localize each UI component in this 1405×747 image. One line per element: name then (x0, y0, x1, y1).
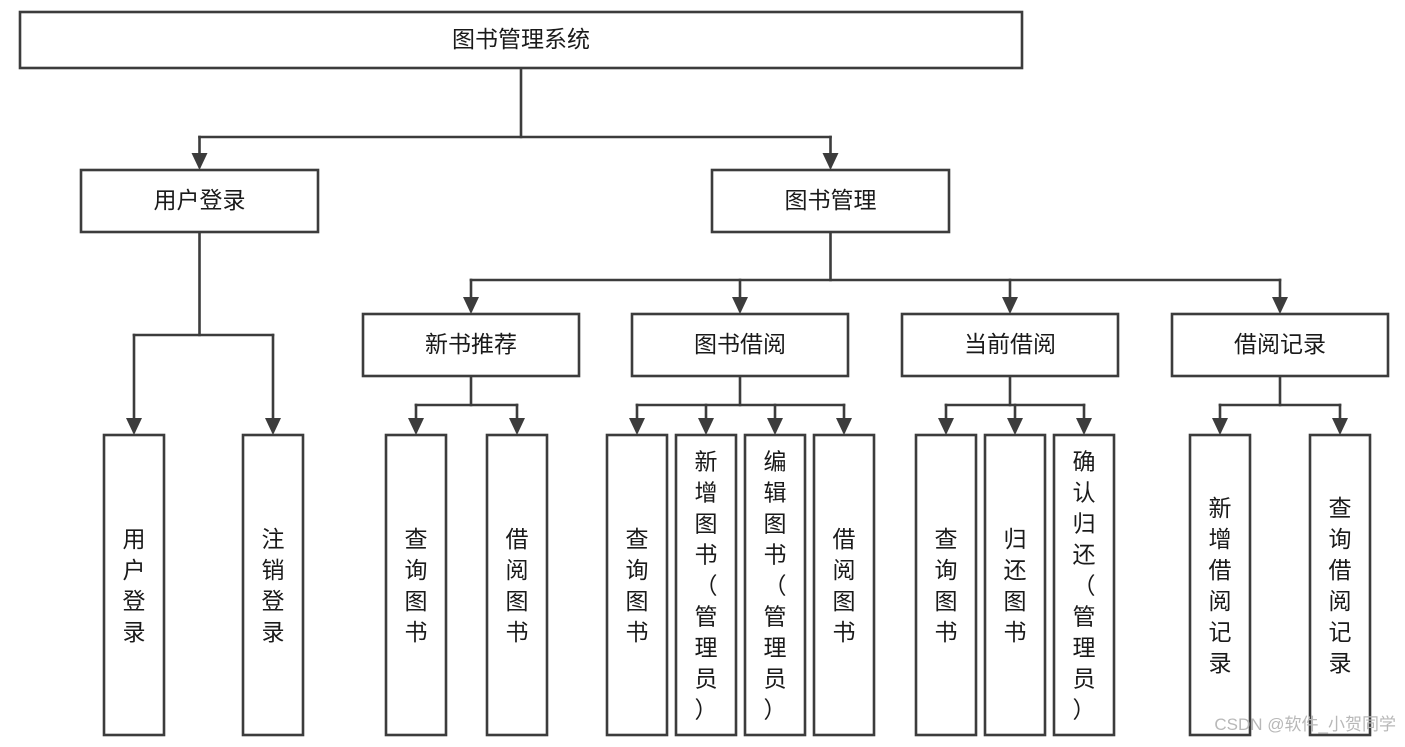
node-leaf-user-login[interactable]: 用户登录 (102, 433, 166, 737)
node-leaf-query-book-1[interactable]: 查询图书 (384, 433, 448, 737)
node-leaf-return-book[interactable]: 归还图书 (983, 433, 1047, 737)
node-label-root: 图书管理系统 (452, 26, 590, 52)
node-label-leaf-borrow-book-2: 借阅图书 (833, 526, 856, 645)
node-leaf-confirm-return[interactable]: 确认归还（管理员） (1052, 433, 1116, 737)
node-box-leaf-query-book-1 (384, 433, 448, 737)
node-label-user-login: 用户登录 (154, 187, 246, 213)
arrow-bookmanage-to-l3-1 (732, 297, 748, 314)
node-label-borrow-record: 借阅记录 (1234, 331, 1326, 357)
arrow-book-borrow-to-leaf-2 (767, 418, 783, 435)
node-label-leaf-confirm-return: 确认归还（管理员） (1073, 449, 1096, 723)
node-borrow-record[interactable]: 借阅记录 (1170, 312, 1390, 378)
node-box-leaf-query-book-2 (605, 433, 669, 737)
node-leaf-query-record[interactable]: 查询借阅记录 (1308, 433, 1372, 737)
node-label-leaf-return-book: 归还图书 (1004, 526, 1027, 645)
node-leaf-query-book-2[interactable]: 查询图书 (605, 433, 669, 737)
node-layer: 图书管理系统用户登录图书管理新书推荐图书借阅当前借阅借阅记录用户登录注销登录查询… (18, 10, 1390, 737)
arrow-current-borrow-to-leaf-2 (1076, 418, 1092, 435)
node-box-current-borrow (900, 312, 1120, 378)
node-box-book-manage (710, 168, 951, 234)
node-box-leaf-query-book-3 (914, 433, 978, 737)
node-leaf-borrow-book-1[interactable]: 借阅图书 (485, 433, 549, 737)
node-box-leaf-user-login (102, 433, 166, 737)
node-leaf-edit-book[interactable]: 编辑图书（管理员） (743, 433, 807, 737)
node-label-leaf-add-record: 新增借阅记录 (1209, 495, 1232, 676)
node-box-new-book-recommend (361, 312, 581, 378)
node-box-leaf-edit-book (743, 433, 807, 737)
node-leaf-query-book-3[interactable]: 查询图书 (914, 433, 978, 737)
arrow-root-to-l2-1 (822, 153, 839, 170)
node-label-book-borrow: 图书借阅 (694, 331, 786, 357)
node-box-leaf-query-record (1308, 433, 1372, 737)
node-label-leaf-edit-book: 编辑图书（管理员） (764, 449, 787, 723)
arrow-borrow-record-to-leaf-1 (1332, 418, 1348, 435)
arrow-bookmanage-to-l3-3 (1272, 297, 1288, 314)
node-box-leaf-borrow-book-1 (485, 433, 549, 737)
node-user-login[interactable]: 用户登录 (79, 168, 320, 234)
node-label-leaf-query-book-2: 查询图书 (626, 526, 649, 645)
node-box-user-login (79, 168, 320, 234)
arrow-book-borrow-to-leaf-3 (836, 418, 852, 435)
arrow-current-borrow-to-leaf-1 (1007, 418, 1023, 435)
arrow-borrow-record-to-leaf-0 (1212, 418, 1228, 435)
node-leaf-add-book[interactable]: 新增图书（管理员） (674, 433, 738, 737)
arrow-book-borrow-to-leaf-0 (629, 418, 645, 435)
arrow-current-borrow-to-leaf-0 (938, 418, 954, 435)
node-new-book-recommend[interactable]: 新书推荐 (361, 312, 581, 378)
node-book-manage[interactable]: 图书管理 (710, 168, 951, 234)
arrow-bookmanage-to-l3-2 (1002, 297, 1018, 314)
node-box-root (18, 10, 1024, 70)
csdn-watermark: CSDN @软件_小贺同学 (1214, 715, 1396, 734)
connector-layer (126, 66, 1348, 435)
node-leaf-logout-login[interactable]: 注销登录 (241, 433, 305, 737)
node-label-leaf-query-record: 查询借阅记录 (1329, 495, 1352, 676)
node-label-new-book-recommend: 新书推荐 (425, 331, 517, 357)
node-book-borrow[interactable]: 图书借阅 (630, 312, 850, 378)
node-label-current-borrow: 当前借阅 (964, 331, 1056, 357)
node-label-book-manage: 图书管理 (785, 187, 877, 213)
node-label-leaf-add-book: 新增图书（管理员） (695, 449, 718, 723)
node-box-borrow-record (1170, 312, 1390, 378)
node-label-leaf-query-book-3: 查询图书 (935, 526, 958, 645)
arrow-user-login-to-leaf-0 (126, 418, 142, 435)
node-label-leaf-logout-login: 注销登录 (262, 526, 285, 645)
arrow-new-book-recommend-to-leaf-0 (408, 418, 424, 435)
node-box-leaf-return-book (983, 433, 1047, 737)
node-box-leaf-confirm-return (1052, 433, 1116, 737)
node-current-borrow[interactable]: 当前借阅 (900, 312, 1120, 378)
arrow-book-borrow-to-leaf-1 (698, 418, 714, 435)
node-leaf-borrow-book-2[interactable]: 借阅图书 (812, 433, 876, 737)
node-root[interactable]: 图书管理系统 (18, 10, 1024, 70)
node-label-leaf-borrow-book-1: 借阅图书 (506, 526, 529, 645)
node-label-leaf-user-login: 用户登录 (123, 526, 146, 645)
arrow-bookmanage-to-l3-0 (463, 297, 479, 314)
arrow-user-login-to-leaf-1 (265, 418, 281, 435)
node-box-leaf-borrow-book-2 (812, 433, 876, 737)
node-label-leaf-query-book-1: 查询图书 (405, 526, 428, 645)
arrow-new-book-recommend-to-leaf-1 (509, 418, 525, 435)
node-box-leaf-logout-login (241, 433, 305, 737)
node-box-leaf-add-record (1188, 433, 1252, 737)
node-leaf-add-record[interactable]: 新增借阅记录 (1188, 433, 1252, 737)
node-box-leaf-add-book (674, 433, 738, 737)
arrow-root-to-l2-0 (191, 153, 208, 170)
node-box-book-borrow (630, 312, 850, 378)
